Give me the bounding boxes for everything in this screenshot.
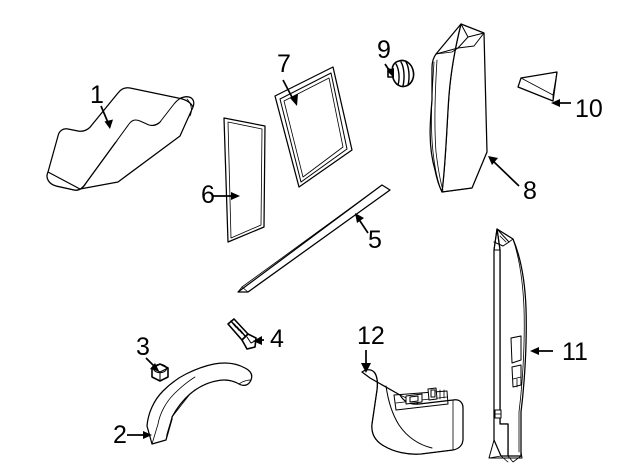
callout-number-4: 4: [270, 325, 284, 353]
part-2-lower-curved-trim-strip[interactable]: [146, 362, 253, 445]
leader-7: [282, 79, 298, 106]
callout-number-12: 12: [357, 322, 385, 350]
callout-number-3: 3: [136, 333, 150, 361]
callout-number-10: 10: [575, 95, 603, 123]
callout-number-6: 6: [201, 181, 215, 209]
leader-9: [384, 63, 394, 78]
part-4-hex-flange-bolt[interactable]: [227, 318, 257, 350]
part-12-corner-trim-cap[interactable]: [361, 369, 464, 455]
part-6-flat-filler-panel[interactable]: [223, 117, 266, 243]
leader-3: [145, 357, 159, 371]
leader-2: [127, 431, 152, 439]
leader-8: [488, 156, 520, 187]
callout-number-11: 11: [562, 338, 588, 366]
callout-number-5: 5: [368, 226, 382, 254]
callout-number-2: 2: [113, 421, 127, 449]
leader-4: [253, 336, 264, 345]
callout-number-1: 1: [90, 81, 104, 109]
leader-10: [551, 99, 571, 107]
part-1-upper-trim-panel[interactable]: [46, 87, 195, 191]
leader-6: [212, 192, 240, 200]
callout-number-9: 9: [377, 36, 391, 64]
part-11-pillar-garnish-inner[interactable]: [488, 228, 527, 463]
part-5-belt-moulding-strip[interactable]: [237, 184, 391, 293]
callout-number-7: 7: [277, 50, 291, 78]
part-10-thin-spacer-strip[interactable]: [517, 71, 558, 102]
leader-1: [100, 105, 113, 129]
leader-11: [530, 347, 553, 355]
leader-5: [355, 213, 369, 234]
leader-12: [361, 350, 371, 373]
callout-number-8: 8: [523, 177, 537, 205]
part-8-pillar-trim-cover[interactable]: [429, 23, 488, 193]
